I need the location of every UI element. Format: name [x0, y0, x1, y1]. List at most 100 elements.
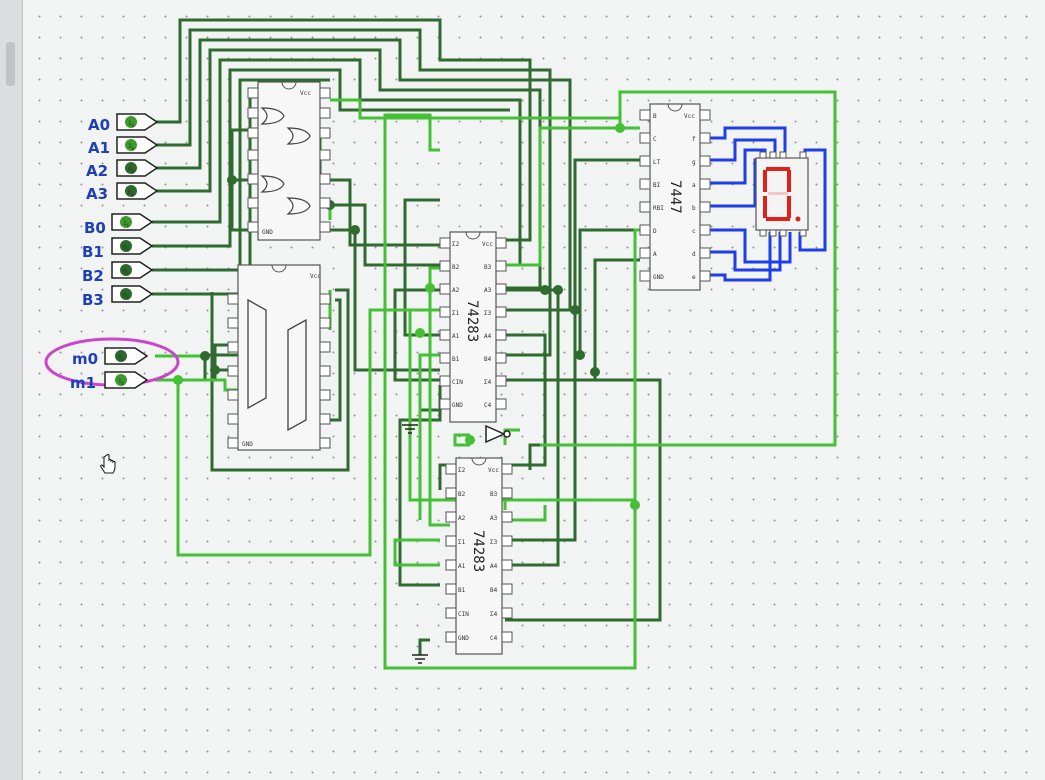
input-value: 0b: [123, 244, 130, 252]
adder-bottom-right-pins: Vcc B3 A3 Σ3 A4 B4 Σ4 C4: [488, 467, 499, 642]
pin-label: A2: [452, 287, 460, 294]
pin-label: C4: [484, 402, 492, 409]
mux-symbols: [247, 298, 307, 432]
pin-label: C4: [490, 635, 498, 642]
input-pin-m1[interactable]: 1b m1: [70, 371, 149, 392]
pin-label: B1: [458, 587, 466, 594]
hand-cursor-icon: [100, 453, 116, 474]
pin-label: B4: [484, 356, 492, 363]
pin-label: f: [692, 136, 696, 143]
pin-label: Vcc: [684, 113, 695, 120]
seven-segment-display[interactable]: 0: [755, 151, 809, 237]
pin-label: A3: [490, 515, 498, 522]
input-value: 1b: [123, 220, 130, 228]
pin-label: Vcc: [300, 90, 311, 97]
pin-label: Σ3: [490, 539, 498, 546]
pin-label: c: [692, 228, 696, 235]
pin-label: g: [692, 159, 696, 166]
input-pin-b3[interactable]: 0b B3: [82, 285, 154, 309]
chip-name: 7447: [667, 180, 683, 214]
adder-chip-top[interactable]: Σ2 B2 A2 Σ1 A1 B1 CIN GND Vcc B3 A3 Σ3 A…: [439, 231, 507, 423]
input-label: A0: [88, 116, 110, 134]
scrollbar-thumb[interactable]: [6, 42, 15, 86]
input-pins-m: 0b m0 1b m1: [44, 337, 180, 392]
pin-label: Σ1: [452, 310, 460, 317]
input-value: 1b: [128, 143, 135, 151]
input-label: A1: [88, 139, 110, 157]
pin-label: Σ2: [452, 241, 460, 248]
adder-top-right-pins: Vcc B3 A3 Σ3 A4 B4 Σ4 C4: [482, 241, 493, 409]
input-pin-a2[interactable]: 0b A2: [86, 159, 159, 180]
input-label: m0: [72, 350, 98, 368]
pin-label: C: [653, 136, 657, 143]
decoder-left-pins: B C LT BI RBI D A GND: [653, 113, 664, 281]
input-pin-b2[interactable]: 0b B2: [82, 261, 154, 285]
light-wires: [155, 90, 837, 670]
input-label: B2: [82, 267, 104, 285]
pin-label: Σ2: [458, 467, 466, 474]
input-label: A2: [86, 162, 108, 180]
input-value: 0b: [123, 268, 130, 276]
display-digit: 0: [776, 199, 777, 201]
pin-label: A1: [452, 333, 460, 340]
pin-label: Vcc: [482, 241, 493, 248]
pin-label: B3: [484, 264, 492, 271]
pin-label: LT: [653, 159, 661, 166]
adder-bottom-left-pins: Σ2 B2 A2 Σ1 A1 B1 CIN GND: [458, 467, 469, 642]
segments: [763, 167, 801, 222]
pin-label: B2: [458, 491, 466, 498]
input-pin-a1[interactable]: 1b A1: [88, 136, 159, 157]
logic-gate-chip[interactable]: Vcc GND: [247, 81, 331, 241]
input-value: 1b: [128, 120, 135, 128]
input-label: B1: [82, 243, 104, 261]
pin-label: A3: [484, 287, 492, 294]
pin-label: GND: [242, 441, 253, 448]
input-label: A3: [86, 185, 108, 203]
pin-label: GND: [262, 229, 273, 236]
input-pin-a3[interactable]: 0b A3: [86, 182, 159, 203]
pin-label: B4: [490, 587, 498, 594]
or-gate-symbols: [260, 107, 311, 215]
pin-label: GND: [653, 274, 664, 281]
input-pin-a0[interactable]: 1b A0: [88, 113, 159, 134]
pin-label: RBI: [653, 205, 664, 212]
pin-label: GND: [452, 402, 463, 409]
mux-chip[interactable]: Vcc GND: [227, 264, 331, 451]
pin-label: A1: [458, 563, 466, 570]
pin-label: Σ1: [458, 539, 466, 546]
pin-label: B3: [490, 491, 498, 498]
decoder-chip[interactable]: B C LT BI RBI D A GND Vcc f g a b c d e …: [639, 103, 711, 291]
input-label: B3: [82, 291, 104, 309]
chip-name: 74283: [464, 300, 480, 342]
pin-label: CIN: [458, 611, 469, 618]
pin-label: A2: [458, 515, 466, 522]
input-value: 0b: [128, 189, 135, 197]
pin-label: Σ3: [484, 310, 492, 317]
input-value: 0b: [118, 354, 125, 362]
chip-name: 74283: [470, 530, 486, 572]
left-scrollbar[interactable]: [0, 0, 23, 780]
pin-label: e: [692, 274, 696, 281]
pin-label: D: [653, 228, 657, 235]
pin-label: A: [653, 251, 657, 258]
decoder-right-pins: Vcc f g a b c d e: [684, 113, 696, 281]
pin-label: a: [692, 182, 696, 189]
input-pin-b0[interactable]: 1b B0: [84, 213, 154, 237]
input-pin-b1[interactable]: 0b B1: [82, 237, 154, 261]
pin-label: B: [653, 113, 657, 120]
input-label: m1: [70, 374, 96, 392]
pin-label: b: [692, 205, 696, 212]
pin-label: d: [692, 251, 696, 258]
not-gate[interactable]: [485, 424, 511, 444]
input-value: 0b: [128, 166, 135, 174]
input-label: B0: [84, 219, 106, 237]
input-pins-b: 1b B0 0b B1 0b B2 0b B3: [82, 213, 154, 309]
pin-label: Vcc: [488, 467, 499, 474]
adder-chip-bottom[interactable]: Σ2 B2 A2 Σ1 A1 B1 CIN GND Vcc B3 A3 Σ3 A…: [445, 457, 513, 655]
pin-label: GND: [458, 635, 469, 642]
pin-label: A4: [490, 563, 498, 570]
input-value: 0b: [123, 292, 130, 300]
input-pin-m0[interactable]: 0b m0: [72, 347, 149, 368]
